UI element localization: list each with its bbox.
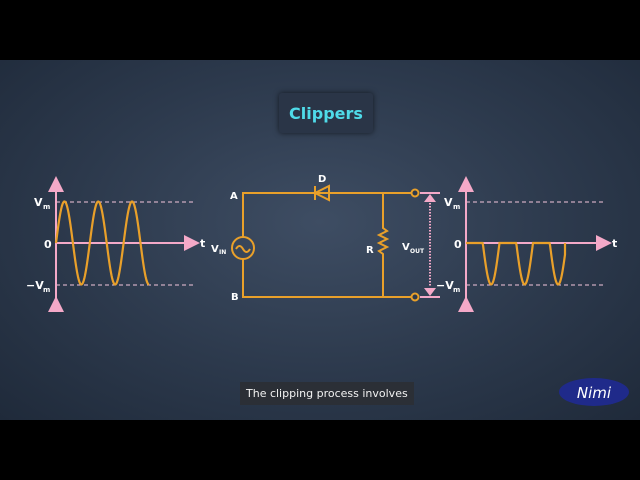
svg-text:m: m	[43, 286, 50, 294]
svg-text:V: V	[34, 196, 43, 209]
svg-text:t: t	[200, 237, 205, 250]
svg-text:−V: −V	[26, 279, 44, 292]
svg-text:m: m	[453, 203, 460, 211]
svg-text:−V: −V	[436, 279, 454, 292]
clipped-output-wave	[466, 241, 567, 286]
svg-text:m: m	[453, 286, 460, 294]
input-sine-wave	[54, 200, 150, 286]
svg-text:m: m	[43, 203, 50, 211]
svg-text:B: B	[231, 292, 239, 303]
svg-text:0: 0	[454, 238, 462, 251]
vout-indicator	[420, 192, 440, 298]
svg-text:Nimi: Nimi	[577, 384, 612, 402]
svg-text:V: V	[211, 244, 219, 255]
svg-text:V: V	[444, 196, 453, 209]
clipper-circuit	[231, 184, 420, 302]
svg-text:A: A	[230, 191, 238, 202]
svg-text:R: R	[366, 245, 374, 256]
subtitle-caption: The clipping process involves	[240, 382, 414, 405]
diode-icon	[312, 184, 330, 202]
svg-text:t: t	[612, 237, 617, 250]
svg-text:0: 0	[44, 238, 52, 251]
svg-text:D: D	[318, 174, 326, 185]
svg-text:V: V	[402, 242, 410, 253]
svg-text:IN: IN	[219, 249, 226, 256]
svg-text:OUT: OUT	[410, 248, 425, 255]
resistor-icon	[376, 193, 390, 297]
title-banner: Clippers	[279, 93, 373, 133]
ac-source-icon	[231, 236, 255, 260]
nimi-logo: Nimi	[559, 378, 629, 406]
